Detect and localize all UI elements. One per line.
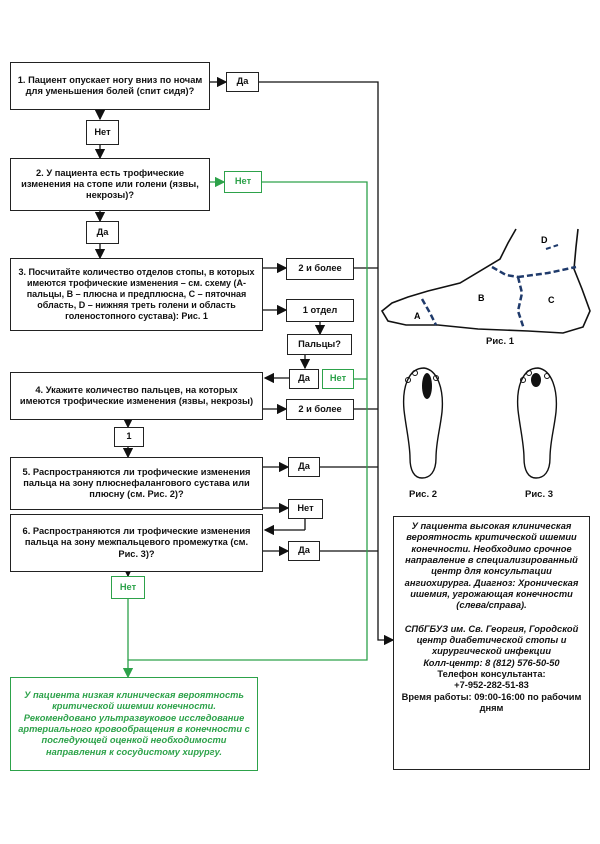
high-risk-text: У пациента высокая клиническая вероятнос… — [404, 521, 579, 611]
low-risk-result: У пациента низкая клиническая вероятност… — [10, 677, 258, 771]
q3-toes-box: Пальцы? — [287, 334, 352, 355]
hospital-name: СПбГБУЗ им. Св. Георгия, Городской центр… — [404, 623, 579, 657]
q6-yes-box: Да — [288, 541, 320, 561]
q3-two-or-more-box: 2 и более — [286, 258, 354, 280]
q6-no-box: Нет — [111, 576, 145, 599]
figure-1-foot-diagram: A B C D — [380, 228, 591, 334]
q5-yes-box: Да — [288, 457, 320, 477]
figure-3-caption: Рис. 3 — [524, 489, 554, 500]
consultant-phone: +7-952-282-51-83 — [454, 680, 529, 691]
toes-yes-box: Да — [289, 369, 319, 389]
q5-no-box: Нет — [288, 499, 323, 519]
figure-2-caption: Рис. 2 — [408, 489, 438, 500]
q4-two-or-more-box: 2 и более — [286, 399, 354, 420]
question-6: 6. Распространяются ли трофические измен… — [10, 514, 263, 572]
figure-3-sole-diagram — [516, 367, 558, 479]
question-5: 5. Распространяются ли трофические измен… — [10, 457, 263, 510]
question-4: 4. Укажите количество пальцев, на которы… — [10, 372, 263, 420]
work-hours: Время работы: 09:00-16:00 по рабочим дня… — [401, 691, 582, 713]
q1-no-box: Нет — [86, 120, 119, 145]
toes-no-box: Нет — [322, 369, 354, 389]
fig1-label-d: D — [541, 235, 548, 245]
fig1-label-a: A — [414, 311, 421, 321]
question-3: 3. Посчитайте количество отделов стопы, … — [10, 258, 263, 331]
question-2: 2. У пациента есть трофические изменения… — [10, 158, 210, 211]
call-center: Колл-центр: 8 (812) 576-50-50 — [423, 657, 560, 668]
q2-yes-box: Да — [86, 221, 119, 244]
high-risk-result: У пациента высокая клиническая вероятнос… — [393, 516, 590, 770]
q3-one-section-box: 1 отдел — [286, 299, 354, 322]
consultant-phone-label: Телефон консультанта: — [437, 668, 546, 679]
fig1-label-b: B — [478, 293, 485, 303]
fig1-label-c: C — [548, 295, 555, 305]
figure-2-sole-diagram — [402, 367, 444, 479]
figure-1-caption: Рис. 1 — [485, 336, 515, 347]
question-1: 1. Пациент опускает ногу вниз по ночам д… — [10, 62, 210, 110]
q2-no-box: Нет — [224, 171, 262, 193]
q1-yes-box: Да — [226, 72, 259, 92]
q4-one-box: 1 — [114, 427, 144, 447]
